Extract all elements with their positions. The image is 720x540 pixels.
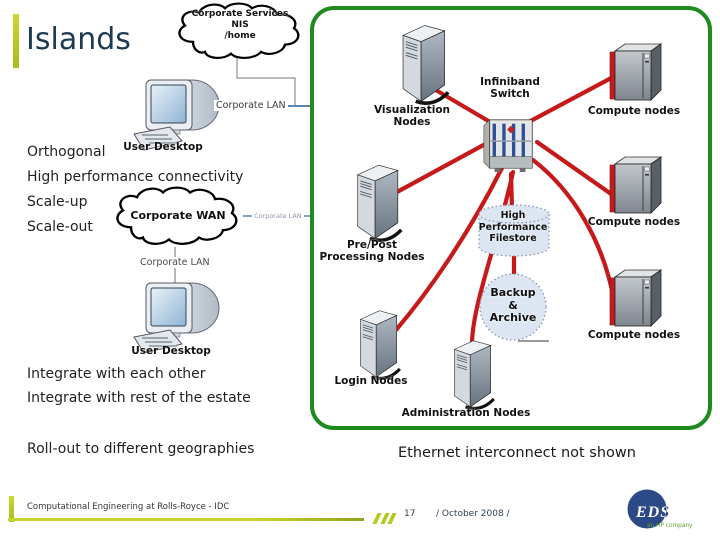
visualization-label-line1: Visualization	[373, 104, 451, 116]
prepost-nodes-icon	[348, 160, 404, 242]
eds-logo-circle	[627, 489, 667, 529]
bullet-scale-out: Scale-out	[27, 219, 93, 235]
lan-label-wan-right: Corporate LAN	[252, 212, 304, 220]
infiniband-switch-label: Infiniband Switch	[450, 76, 570, 100]
footer-slashes	[372, 509, 398, 528]
services-cloud-line1: Corporate Services	[191, 9, 289, 19]
compute-nodes-icon-2	[604, 153, 664, 219]
title-accent-bar	[13, 14, 19, 68]
user-desktop-icon-bottom	[132, 281, 224, 355]
eds-logo: EDS EDS an HP company	[627, 489, 693, 529]
bullet-scale-up: Scale-up	[27, 194, 88, 210]
prepost-nodes-label: Pre/Post Processing Nodes	[312, 239, 432, 263]
slide-number: 17	[404, 509, 416, 519]
backup-label-line1: Backup	[490, 286, 536, 299]
eds-logo-text-knockout: EDS	[635, 504, 670, 521]
footer-accent-bar	[9, 496, 14, 522]
compute-nodes-label-3: Compute nodes	[587, 329, 681, 341]
footer-text: Computational Engineering at Rolls-Royce…	[27, 502, 230, 512]
administration-nodes-label: Administration Nodes	[401, 407, 531, 419]
user-desktop-label-top: User Desktop	[123, 141, 203, 153]
infiniband-label-line1: Infiniband	[480, 76, 540, 88]
bullet-roll-out: Roll-out to different geographies	[27, 441, 255, 457]
filestore-label: High Performance Filestore	[478, 210, 548, 245]
bullet-integrate-each-other: Integrate with each other	[27, 366, 206, 382]
wan-cloud-label: Corporate WAN	[130, 209, 226, 222]
eds-logo-text: EDS	[635, 504, 670, 521]
lan-label-wan-below: Corporate LAN	[138, 257, 212, 268]
footer-divider-line	[8, 518, 364, 521]
user-desktop-label-bottom: User Desktop	[131, 345, 211, 357]
compute-nodes-label-1: Compute nodes	[587, 105, 681, 117]
services-cloud-label: Corporate Services NIS /home	[175, 9, 305, 42]
slide-date: / October 2008 /	[436, 509, 510, 519]
cluster-boundary-box	[310, 6, 712, 430]
eds-logo-subtext: an HP company	[647, 523, 693, 529]
filestore-label-line3: Filestore	[489, 233, 537, 244]
bullet-integrate-estate: Integrate with rest of the estate	[27, 390, 251, 406]
visualization-label-line2: Nodes	[393, 116, 431, 128]
administration-nodes-icon	[446, 336, 496, 410]
infiniband-switch-icon	[481, 114, 539, 174]
page-title: Islands	[26, 22, 131, 57]
prepost-label-line2: Processing Nodes	[319, 251, 425, 263]
bullet-high-performance: High performance connectivity	[27, 169, 244, 185]
ethernet-note: Ethernet interconnect not shown	[398, 445, 636, 461]
login-nodes-label: Login Nodes	[334, 375, 408, 387]
services-cloud-line2: NIS	[231, 20, 249, 30]
login-nodes-icon	[352, 306, 402, 380]
visualization-nodes-icon	[394, 20, 450, 105]
backup-archive-label: Backup & Archive	[480, 286, 546, 325]
compute-nodes-icon-1	[604, 40, 664, 106]
services-cloud-line3: /home	[224, 31, 256, 41]
infiniband-label-line2: Switch	[490, 88, 530, 100]
prepost-label-line1: Pre/Post	[346, 239, 397, 251]
filestore-label-line1: High	[500, 210, 526, 221]
lan-label-top: Corporate LAN	[214, 100, 288, 111]
compute-nodes-icon-3	[604, 266, 664, 332]
compute-nodes-label-2: Compute nodes	[587, 216, 681, 228]
services-cloud-drop-line	[236, 57, 296, 106]
visualization-nodes-label: Visualization Nodes	[352, 104, 472, 128]
filestore-label-line2: Performance	[478, 221, 548, 233]
bullet-orthogonal: Orthogonal	[27, 144, 106, 160]
backup-label-line3: Archive	[489, 311, 537, 324]
